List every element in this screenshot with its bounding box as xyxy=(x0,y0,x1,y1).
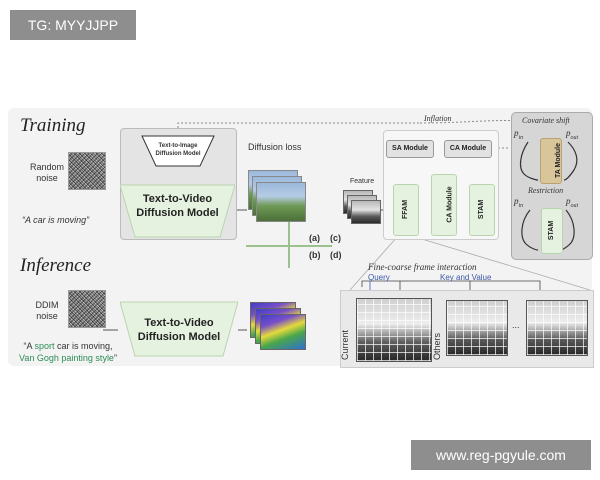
training-video-frame-front xyxy=(256,182,306,222)
covariate-p-out: pout xyxy=(566,128,579,141)
diffusion-loss-label: Diffusion loss xyxy=(248,142,302,152)
interaction-title: Fine-coarse frame interaction xyxy=(368,262,477,272)
watermark-top: TG: MYYJJPP xyxy=(10,10,136,40)
training-title: Training xyxy=(20,115,86,136)
others-label: Others xyxy=(432,332,442,360)
covariate-shift-title: Covariate shift xyxy=(522,116,570,125)
restriction-p-in: pin xyxy=(514,196,524,209)
t2v-model-training: Text-to-Video Diffusion Model xyxy=(136,193,219,219)
key-value-label: Key and Value xyxy=(440,273,492,282)
query-label: Query xyxy=(368,273,390,282)
others-frame-2 xyxy=(526,300,588,356)
ca-module-top: CA Module xyxy=(444,140,492,158)
quadrant-b: (b) xyxy=(309,250,321,260)
current-label: Current xyxy=(340,329,350,360)
covariate-p-in: pin xyxy=(514,128,524,141)
t2i-shape xyxy=(141,135,215,167)
inflation-label: Inflation xyxy=(424,114,452,123)
ddim-noise-image xyxy=(68,290,106,328)
random-noise-label: Random noise xyxy=(29,162,65,183)
ffam-module: FFAM xyxy=(393,184,419,236)
ddim-noise-label: DDIM noise xyxy=(35,300,59,321)
inference-video-frame-front xyxy=(260,314,306,350)
watermark-bottom: www.reg-pgyule.com xyxy=(411,440,591,470)
training-prompt: “A car is moving” xyxy=(22,215,90,225)
restriction-title: Restriction xyxy=(528,186,564,195)
others-frame-1 xyxy=(446,300,508,356)
random-noise-image xyxy=(68,152,106,190)
inference-prompt: “A sport car is moving,Van Gogh painting… xyxy=(19,341,117,363)
t2v-shape-inference xyxy=(120,301,238,357)
inference-title: Inference xyxy=(20,255,92,276)
t2i-model-label: Text-to-Image Diffusion Model xyxy=(155,143,201,157)
stam-restriction-module: STAM xyxy=(541,208,563,254)
feature-label: Feature xyxy=(350,178,375,185)
restriction-p-out: pout xyxy=(566,196,579,209)
quadrant-a: (a) xyxy=(309,233,320,243)
current-frame-grid xyxy=(356,298,432,362)
covariate-curves xyxy=(519,141,578,181)
stam-module: STAM xyxy=(469,184,495,236)
sa-module: SA Module xyxy=(386,140,434,158)
t2v-model-inference: Text-to-Video Diffusion Model xyxy=(137,317,221,343)
ta-module: TA Module xyxy=(540,138,562,184)
t2v-shape-training xyxy=(120,184,235,238)
others-ellipsis: ... xyxy=(512,320,520,330)
quadrant-d: (d) xyxy=(330,250,342,260)
feature-frame-front xyxy=(351,200,381,224)
quadrant-c: (c) xyxy=(330,233,341,243)
ca-module: CA Module xyxy=(431,174,457,236)
